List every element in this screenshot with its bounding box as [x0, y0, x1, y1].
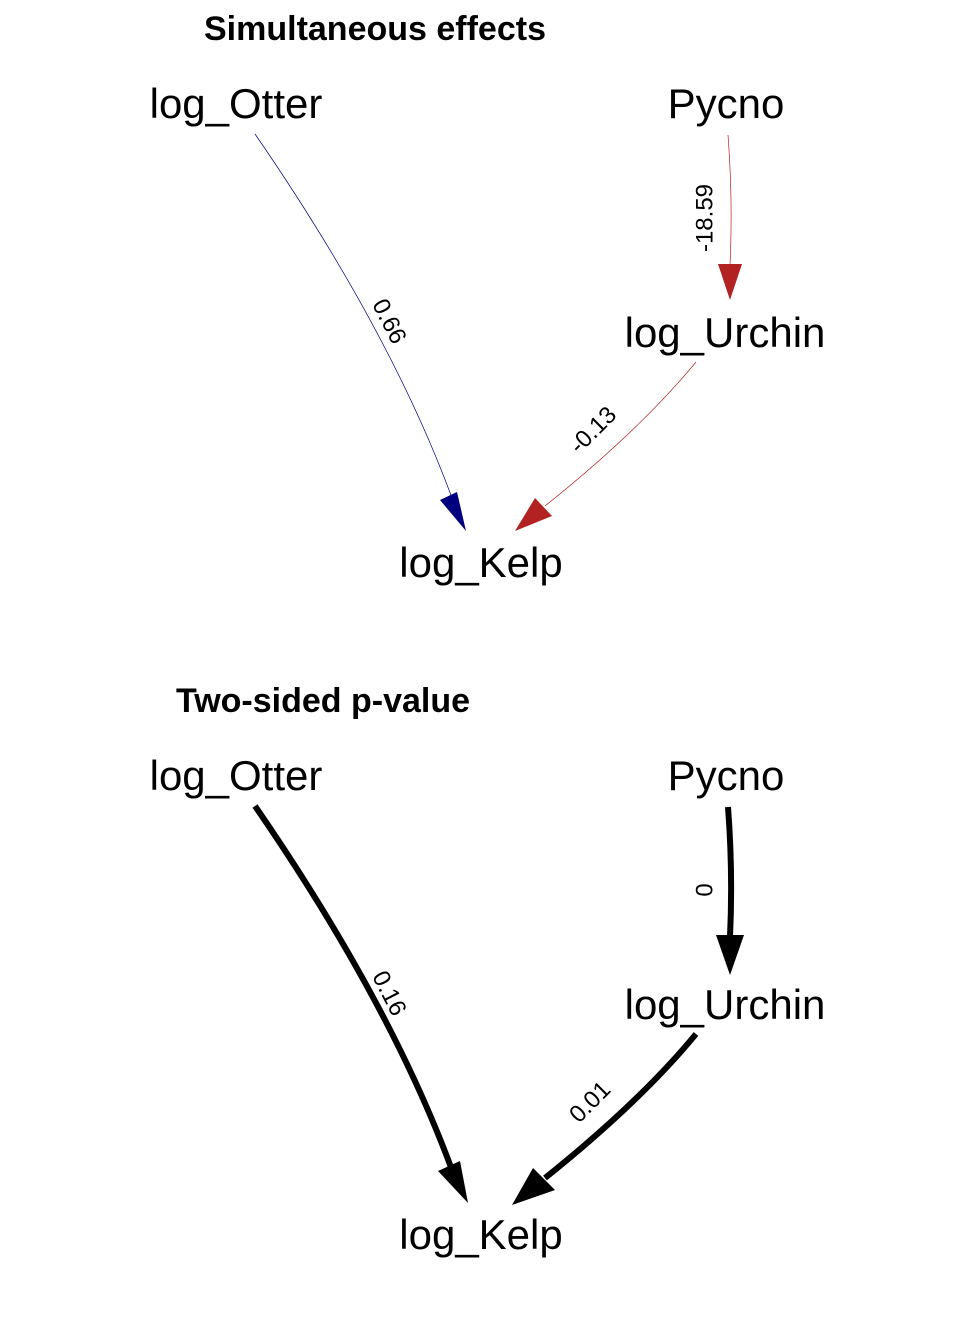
node-log-otter: log_Otter	[150, 80, 323, 127]
panel-title: Two-sided p-value	[176, 682, 470, 720]
node-pycno: Pycno	[668, 752, 785, 799]
arrowhead-icon	[438, 1161, 468, 1203]
edge-line	[543, 1032, 699, 1181]
node-log-otter: log_Otter	[150, 752, 323, 799]
arrowhead-icon	[440, 492, 466, 531]
path-diagram-simultaneous-effects: Simultaneous effects 0.66 -18.59 -0.13 l…	[150, 10, 826, 586]
edge-line	[252, 804, 455, 1172]
edge-urchin-to-kelp: -0.13	[515, 361, 697, 531]
edge-otter-to-kelp: 0.16	[252, 804, 468, 1203]
edge-line	[727, 134, 732, 266]
node-log-kelp: log_Kelp	[399, 1211, 562, 1258]
edge-line	[544, 361, 697, 507]
edge-pycno-to-urchin: 0	[691, 806, 744, 975]
diagram-panel-simultaneous-effects: Simultaneous effects 0.66 -18.59 -0.13 l…	[150, 10, 826, 586]
edge-label: -0.13	[564, 401, 622, 459]
edge-pycno-to-urchin: -18.59	[691, 134, 742, 300]
node-pycno: Pycno	[668, 80, 785, 127]
diagram-panel-two-sided-p-value: Two-sided p-value 0.16 0 0.01 log_Otter …	[0, 672, 960, 1344]
edge-label: -18.59	[691, 184, 718, 252]
node-log-urchin: log_Urchin	[625, 309, 826, 356]
arrowhead-icon	[515, 498, 552, 531]
edge-urchin-to-kelp: 0.01	[512, 1032, 699, 1205]
node-log-urchin: log_Urchin	[625, 981, 826, 1028]
edge-otter-to-kelp: 0.66	[254, 133, 466, 531]
node-log-kelp: log_Kelp	[399, 539, 562, 586]
arrowhead-icon	[512, 1168, 555, 1205]
arrowhead-icon	[716, 935, 744, 975]
edge-label: 0	[691, 883, 718, 896]
edge-line	[725, 806, 735, 938]
edge-label: 0.66	[366, 295, 411, 349]
arrowhead-icon	[718, 264, 742, 300]
edge-line	[254, 133, 453, 499]
panel-title: Simultaneous effects	[204, 10, 546, 48]
path-diagram-two-sided-p-value: Two-sided p-value 0.16 0 0.01 log_Otter …	[150, 682, 826, 1258]
